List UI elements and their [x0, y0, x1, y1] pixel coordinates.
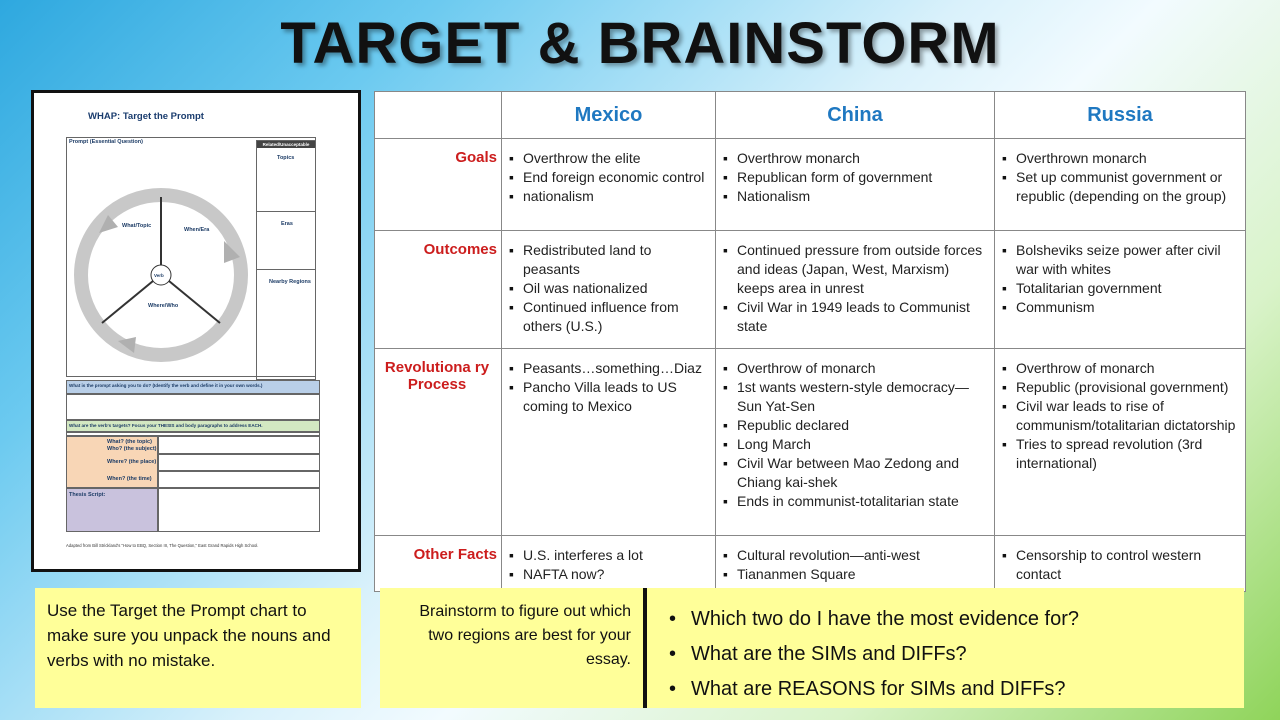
- list-item: Overthrow of monarch: [1002, 359, 1238, 378]
- topics-label: Topics: [277, 155, 295, 161]
- who-q: Who? (the subject): [107, 446, 157, 452]
- list-item: Overthrown monarch: [1002, 149, 1238, 168]
- list-item: 1st wants western-style democracy—Sun Ya…: [723, 378, 987, 416]
- worksheet-page: WHAP: Target the Prompt Prompt (Essentia…: [52, 103, 337, 555]
- cell-process-mexico: Peasants…something…DiazPancho Villa lead…: [501, 348, 716, 536]
- verb-label: Verb: [154, 273, 164, 278]
- cell-outcomes-mexico: Redistributed land to peasantsOil was na…: [501, 230, 716, 349]
- list-item: Ends in communist-totalitarian state: [723, 492, 987, 511]
- list-item: Pancho Villa leads to US coming to Mexic…: [509, 378, 708, 416]
- list-item: Set up communist government or republic …: [1002, 168, 1238, 206]
- prompt-label: Prompt (Essential Question): [69, 139, 143, 145]
- row-outcomes: Outcomes Redistributed land to peasantsO…: [374, 230, 1246, 349]
- row-label: Other Facts: [374, 535, 502, 592]
- worksheet-image: WHAP: Target the Prompt Prompt (Essentia…: [31, 90, 361, 572]
- list-item: Totalitarian government: [1002, 279, 1238, 298]
- ask-answer-box: [66, 394, 320, 420]
- comparison-table: Mexico China Russia Goals Overthrow the …: [374, 91, 1246, 592]
- list-item: What are REASONS for SIMs and DIFFs?: [665, 672, 1234, 707]
- wh-questions: What? (the topic) Who? (the subject) Whe…: [66, 436, 158, 488]
- cell-goals-mexico: Overthrow the eliteEnd foreign economic …: [501, 138, 716, 231]
- when-q: When? (the time): [107, 476, 152, 482]
- where-q: Where? (the place): [107, 459, 157, 465]
- thesis-script: Thesis Script:: [66, 488, 158, 532]
- eras-label: Eras: [281, 221, 293, 227]
- cell-process-russia: Overthrow of monarchRepublic (provisiona…: [994, 348, 1246, 536]
- list-item: Bolsheviks seize power after civil war w…: [1002, 241, 1238, 279]
- regions-label: Nearby Regions: [269, 279, 311, 285]
- list-item: Nationalism: [723, 187, 987, 206]
- cell-goals-china: Overthrow monarchRepublican form of gove…: [715, 138, 995, 231]
- list-item: Oil was nationalized: [509, 279, 708, 298]
- row-label: Revolutiona ry Process: [374, 348, 502, 536]
- list-item: Republic (provisional government): [1002, 378, 1238, 397]
- cell-process-china: Overthrow of monarch1st wants western-st…: [715, 348, 995, 536]
- row-label: Goals: [374, 138, 502, 231]
- ask-band-text: What is the prompt asking you to do? (Id…: [69, 383, 263, 388]
- row-goals: Goals Overthrow the eliteEnd foreign eco…: [374, 138, 1246, 231]
- questions-list: Which two do I have the most evidence fo…: [665, 602, 1234, 707]
- list-item: Which two do I have the most evidence fo…: [665, 602, 1234, 637]
- cell-facts-russia: Censorship to control western contact: [994, 535, 1246, 592]
- what-topic-label: What/Topic: [122, 223, 152, 229]
- target-wheel-diagram: [74, 188, 248, 362]
- ask-band: What is the prompt asking you to do? (Id…: [66, 380, 320, 394]
- column-header-russia: Russia: [994, 91, 1246, 139]
- column-header-mexico: Mexico: [501, 91, 716, 139]
- cell-facts-mexico: U.S. interferes a lotNAFTA now?: [501, 535, 716, 592]
- list-item: Republic declared: [723, 416, 987, 435]
- corner-cell: [374, 91, 502, 139]
- cell-outcomes-russia: Bolsheviks seize power after civil war w…: [994, 230, 1246, 349]
- list-item: Overthrow monarch: [723, 149, 987, 168]
- brainstorm-note: Brainstorm to figure out which two regio…: [380, 588, 643, 708]
- targets-band: What are the verb's targets? Focus your …: [66, 420, 320, 432]
- list-item: Censorship to control western contact: [1002, 546, 1238, 584]
- slide-title: TARGET & BRAINSTORM: [280, 11, 1000, 76]
- targets-band-text: What are the verb's targets? Focus your …: [69, 423, 263, 428]
- list-item: End foreign economic control: [509, 168, 708, 187]
- table-header-row: Mexico China Russia: [374, 91, 1246, 139]
- worksheet-credit: Adapted from Bill Strickland's "How to E…: [66, 543, 259, 548]
- worksheet-note: Use the Target the Prompt chart to make …: [35, 588, 361, 708]
- list-item: Continued influence from others (U.S.): [509, 298, 708, 336]
- list-item: What are the SIMs and DIFFs?: [665, 637, 1234, 672]
- list-item: Overthrow of monarch: [723, 359, 987, 378]
- list-item: Republican form of government: [723, 168, 987, 187]
- row-label: Outcomes: [374, 230, 502, 349]
- when-answer: [158, 471, 320, 488]
- guiding-questions: Which two do I have the most evidence fo…: [643, 588, 1244, 708]
- thesis-answer: [158, 488, 320, 532]
- list-item: Redistributed land to peasants: [509, 241, 708, 279]
- list-item: Civil War between Mao Zedong and Chiang …: [723, 454, 987, 492]
- where-who-label: Where/Who: [148, 303, 179, 309]
- list-item: Long March: [723, 435, 987, 454]
- what-answer: [158, 436, 320, 454]
- what-q: What? (the topic): [107, 439, 152, 445]
- list-item: Civil war leads to rise of communism/tot…: [1002, 397, 1238, 435]
- list-item: Tries to spread revolution (3rd internat…: [1002, 435, 1238, 473]
- related-column: Related/Unacceptable Topics Eras Nearby …: [256, 140, 316, 380]
- list-item: NAFTA now?: [509, 565, 708, 584]
- where-answer: [158, 454, 320, 471]
- list-item: U.S. interferes a lot: [509, 546, 708, 565]
- list-item: Cultural revolution—anti-west: [723, 546, 987, 565]
- row-other-facts: Other Facts U.S. interferes a lotNAFTA n…: [374, 535, 1246, 592]
- list-item: Overthrow the elite: [509, 149, 708, 168]
- when-era-label: When/Era: [184, 227, 210, 233]
- thesis-label: Thesis Script:: [69, 492, 106, 498]
- list-item: nationalism: [509, 187, 708, 206]
- list-item: Civil War in 1949 leads to Communist sta…: [723, 298, 987, 336]
- column-header-china: China: [715, 91, 995, 139]
- row-revolutionary-process: Revolutiona ry Process Peasants…somethin…: [374, 348, 1246, 536]
- cell-goals-russia: Overthrown monarchSet up communist gover…: [994, 138, 1246, 231]
- related-label: Related/Unacceptable: [257, 141, 315, 148]
- list-item: Tiananmen Square: [723, 565, 987, 584]
- list-item: Continued pressure from outside forces a…: [723, 241, 987, 298]
- list-item: Communism: [1002, 298, 1238, 317]
- cell-outcomes-china: Continued pressure from outside forces a…: [715, 230, 995, 349]
- cell-facts-china: Cultural revolution—anti-westTiananmen S…: [715, 535, 995, 592]
- worksheet-title: WHAP: Target the Prompt: [88, 111, 204, 122]
- list-item: Peasants…something…Diaz: [509, 359, 708, 378]
- targets-spacer: [66, 432, 320, 436]
